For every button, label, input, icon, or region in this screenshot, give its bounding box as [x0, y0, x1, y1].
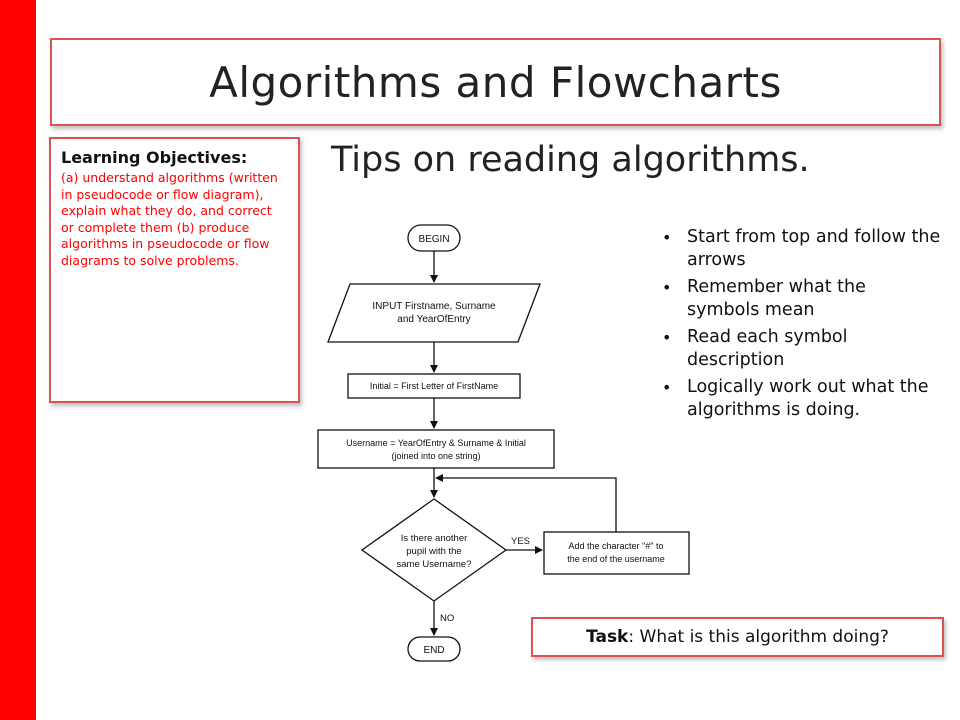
input-parallelogram: [327, 283, 541, 343]
learning-objectives-box: Learning Objectives: (a) understand algo…: [49, 137, 300, 403]
objectives-heading: Learning Objectives:: [61, 148, 248, 167]
left-accent-bar: [0, 0, 36, 720]
initial-label: Initial = First Letter of FirstName: [370, 381, 498, 391]
tip-item: Start from top and follow the arrows: [662, 226, 942, 272]
input-label-line1: INPUT Firstname, Surname: [372, 301, 496, 312]
tip-item: Remember what the symbols mean: [662, 276, 942, 322]
objectives-text: (a) understand algorithms (written in ps…: [61, 170, 278, 268]
add-label-line2: the end of the username: [567, 554, 665, 564]
tips-list: Start from top and follow the arrows Rem…: [662, 226, 942, 426]
tip-item: Read each symbol description: [662, 326, 942, 372]
yes-label: YES: [511, 536, 530, 547]
end-terminator: [407, 636, 461, 662]
arrow-loop-back: [435, 474, 617, 532]
task-label: Task: [586, 627, 629, 647]
end-label: END: [423, 645, 444, 656]
flowchart-diagram: BEGIN INPUT Firstname, Surname and YearO…: [317, 224, 690, 662]
tip-item: Logically work out what the algorithms i…: [662, 376, 942, 422]
username-label-line1: Username = YearOfEntry & Surname & Initi…: [346, 438, 526, 448]
decision-label-line2: pupil with the: [406, 546, 461, 557]
decision-label-line3: same Username?: [397, 559, 472, 570]
username-label-line2: (joined into one string): [391, 451, 480, 461]
task-question: : What is this algorithm doing?: [628, 627, 889, 647]
title-box: Algorithms and Flowcharts: [50, 38, 941, 126]
begin-label: BEGIN: [418, 234, 449, 245]
no-label: NO: [440, 613, 454, 624]
slide-subtitle: Tips on reading algorithms.: [331, 140, 810, 180]
task-box: Task: What is this algorithm doing?: [531, 617, 944, 657]
decision-label-line1: Is there another: [401, 533, 468, 544]
slide-title: Algorithms and Flowcharts: [209, 57, 782, 107]
add-character-box: [543, 531, 690, 575]
input-label-line2: and YearOfEntry: [397, 314, 470, 325]
username-process-box: [317, 429, 555, 469]
add-label-line1: Add the character "#" to: [569, 541, 664, 551]
